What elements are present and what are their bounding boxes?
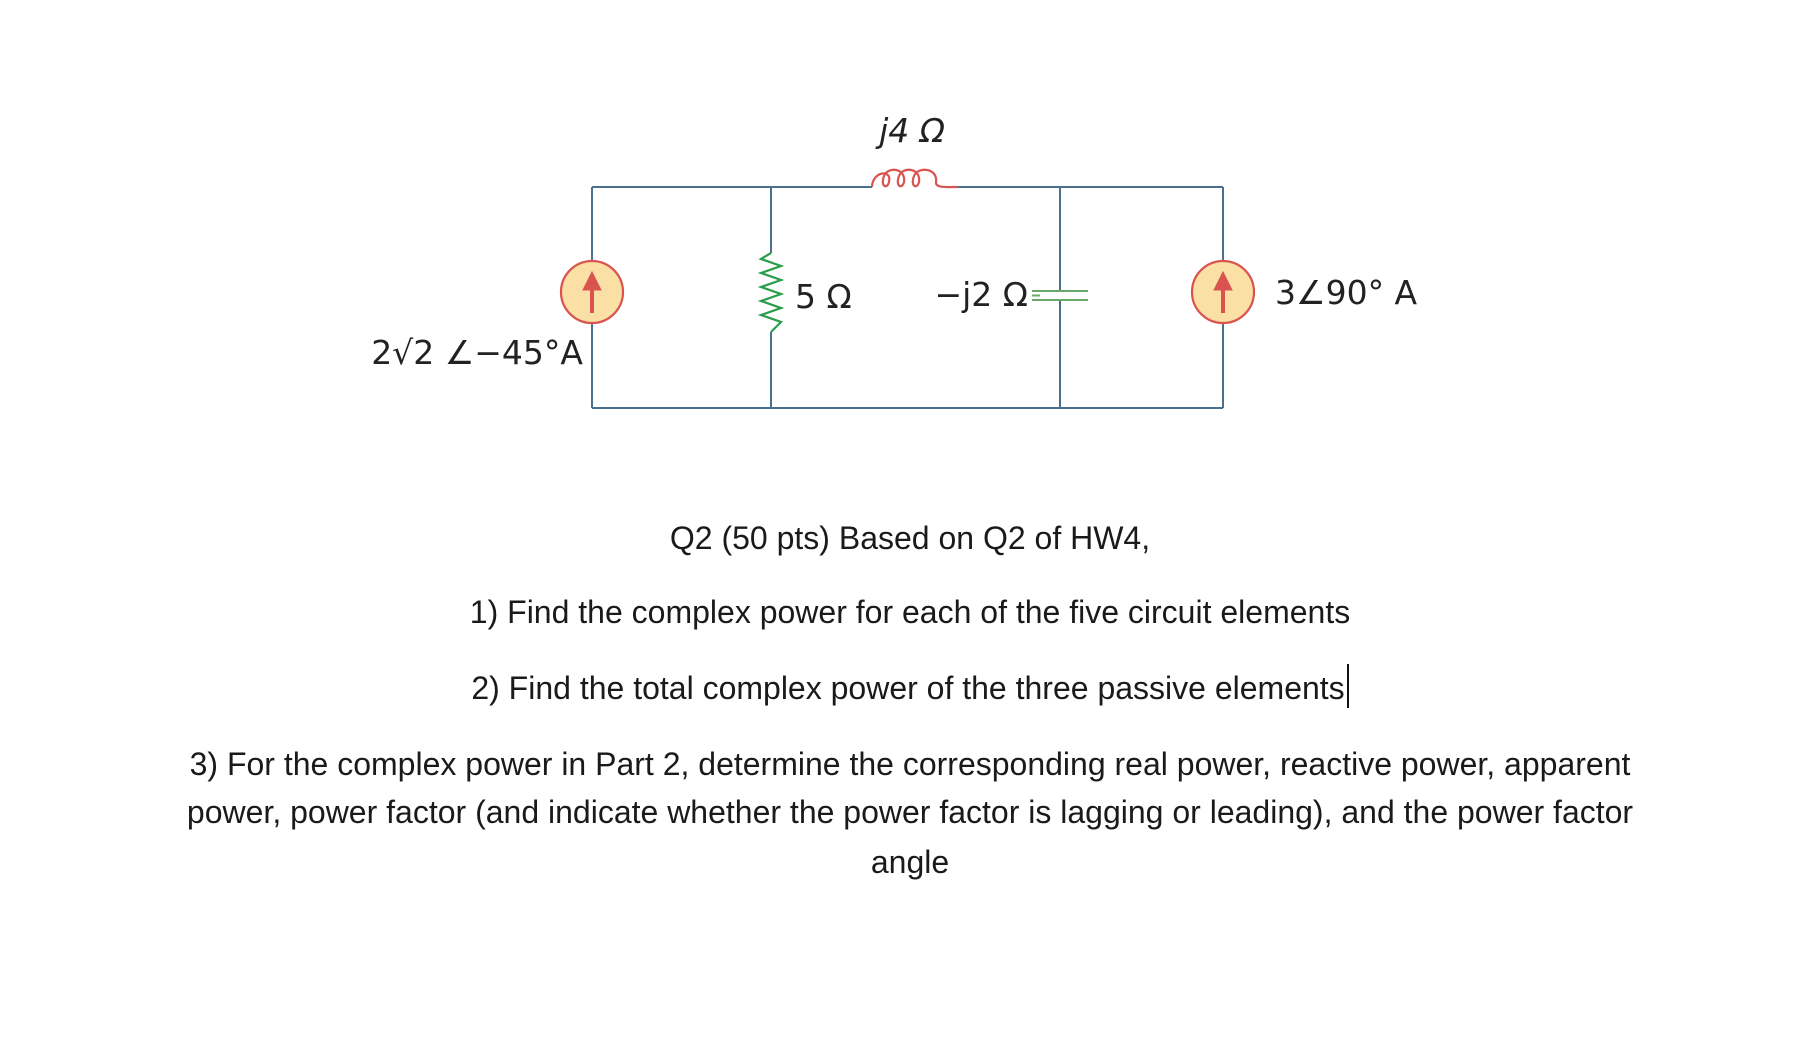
resistor-label: 5 Ω <box>795 277 852 316</box>
capacitor-label: −j2 Ω <box>934 275 1028 314</box>
left-source-label: 2√2 ∠−45°A <box>371 333 583 372</box>
up-arrow-icon <box>582 270 602 291</box>
question-part-3-line-3: angle <box>870 844 950 880</box>
question-part-3-line-2: power, power factor (and indicate whethe… <box>186 794 1634 830</box>
inductor-coil <box>870 168 959 189</box>
inductor-label: j4 Ω <box>875 111 945 150</box>
text-cursor <box>1346 664 1349 708</box>
question-part-2-text: 2) Find the total complex power of the t… <box>471 670 1345 706</box>
question-title: Q2 (50 pts) Based on Q2 of HW4, <box>669 520 1151 556</box>
up-arrow-icon <box>1213 270 1233 291</box>
right-source-label: 3∠90° A <box>1275 273 1418 312</box>
question-part-3-line-1: 3) For the complex power in Part 2, dete… <box>189 746 1631 782</box>
right-current-source <box>1190 259 1256 325</box>
resistor-zigzag <box>757 252 785 333</box>
question-part-2: 2) Find the total complex power of the t… <box>120 664 1700 712</box>
question-part-1: 1) Find the complex power for each of th… <box>469 594 1351 630</box>
left-current-source <box>559 259 625 325</box>
